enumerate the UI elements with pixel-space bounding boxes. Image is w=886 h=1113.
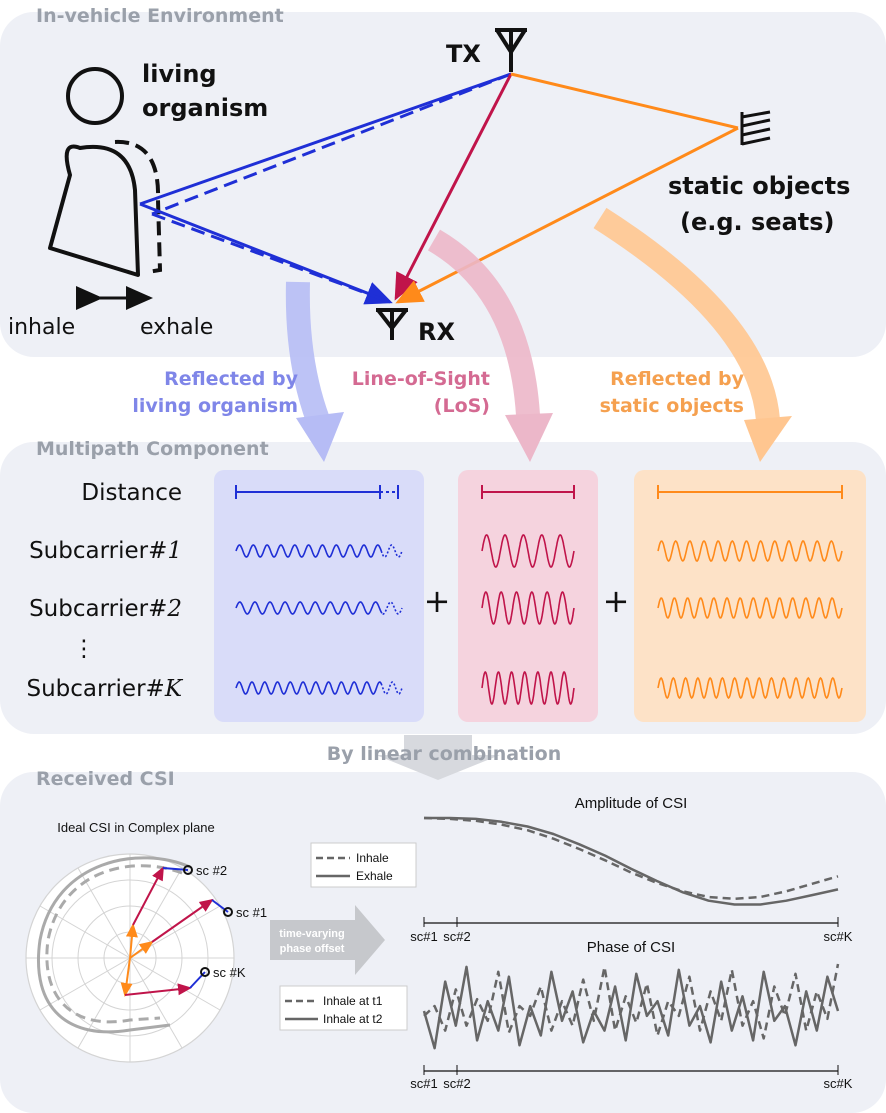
amp-series-1 (423, 816, 839, 901)
static-object-icon (740, 110, 771, 146)
static-label-1: static objects (668, 172, 850, 200)
plus-sign-1: + (424, 582, 451, 620)
tx-label: TX (446, 40, 481, 68)
path-los (394, 73, 513, 301)
phase-series-2 (422, 965, 840, 1050)
phase-xtick-3: sc#K (824, 1076, 853, 1091)
wave-organism-3 (235, 681, 383, 695)
flow-arrowhead-los (505, 413, 553, 462)
wave-static-1 (657, 539, 843, 563)
phase-offset-label-2: phase offset (280, 943, 345, 955)
combination-label: By linear combination (327, 743, 561, 765)
los-path-label-2: (LoS) (434, 395, 490, 417)
wave-static-2 (657, 596, 843, 620)
flow-arrow-los (427, 229, 540, 416)
row-subcarrierK-label: Subcarrier#K (27, 676, 184, 702)
section-title-multipath: Multipath Component (36, 438, 269, 460)
phase-legend-t2: Inhale at t2 (323, 1012, 383, 1026)
organism-label-1: living (142, 60, 217, 88)
phase-chart (422, 963, 840, 1075)
amplitude-legend: Inhale Exhale (310, 842, 417, 888)
phase-offset-label-1: time-varying (279, 928, 344, 940)
phase-legend-t1: Inhale at t1 (323, 994, 383, 1008)
path-organism-rx-dashed (151, 212, 391, 304)
exhale-label: exhale (140, 315, 213, 340)
static-path-label-2: static objects (600, 395, 744, 417)
organism-component-box (214, 470, 424, 722)
organism-path-label-1: Reflected by (164, 368, 299, 390)
los-component-box (458, 470, 598, 722)
scK-label: sc #K (213, 965, 246, 980)
section-title-received: Received CSI (36, 768, 175, 790)
organism-path-label-2: living organism (132, 395, 298, 417)
row-subcarrier1-label: Subcarrier#1 (29, 538, 182, 564)
plus-sign-2: + (603, 582, 630, 620)
distance-bar-los (481, 485, 575, 499)
wave-organism-1 (235, 544, 383, 558)
rx-label: RX (418, 318, 455, 346)
amp-legend-inhale: Inhale (356, 851, 389, 865)
wave-organism-2-tail (382, 601, 403, 615)
rx-antenna-icon (376, 308, 408, 340)
combination-arrow-icon (376, 735, 500, 780)
distance-bar-organism (235, 485, 399, 499)
amp-series-2 (424, 816, 839, 906)
amp-xtick-2: sc#2 (443, 929, 470, 944)
flow-arrow-organism (285, 281, 330, 425)
amp-xtick-1: sc#1 (410, 929, 437, 944)
wave-los-1 (481, 534, 575, 568)
person-head-icon (66, 67, 124, 125)
organism-label-2: organism (142, 94, 268, 122)
path-tx-static (510, 72, 739, 130)
phase-chart-title: Phase of CSI (587, 939, 675, 956)
phase-xtick-1: sc#1 (410, 1076, 437, 1091)
static-component-box (634, 470, 866, 722)
polar-title: Ideal CSI in Complex plane (57, 820, 215, 835)
amplitude-chart (423, 816, 839, 927)
path-organism-rx (139, 202, 393, 305)
inhale-label: inhale (8, 315, 75, 340)
sc2-label: sc #2 (196, 863, 227, 878)
amp-legend-exhale: Exhale (356, 869, 393, 883)
wave-organism-1-tail (381, 544, 403, 558)
flow-arrow-static (593, 207, 780, 422)
amplitude-chart-title: Amplitude of CSI (575, 795, 688, 812)
wave-los-2 (481, 591, 575, 625)
wave-organism-2 (235, 601, 383, 615)
flow-arrowhead-organism (296, 412, 344, 462)
sc1-label: sc #1 (236, 905, 267, 920)
los-path-label-1: Line-of-Sight (352, 368, 490, 390)
static-label-2: (e.g. seats) (680, 208, 835, 236)
phase-series-1 (423, 963, 840, 1040)
phase-xtick-2: sc#2 (443, 1076, 470, 1091)
phase-legend: Inhale at t1 Inhale at t2 (279, 985, 408, 1031)
amp-xtick-3: sc#K (824, 929, 853, 944)
distance-bar-static (657, 485, 843, 499)
polar-plot (25, 853, 235, 1063)
row-vdots: ⋮ (73, 636, 96, 662)
person-body-icon (48, 144, 140, 277)
wave-los-3 (481, 671, 575, 705)
path-tx-organism-dashed (151, 72, 512, 216)
person-exhale-outline (114, 139, 163, 274)
phase-offset-arrow-icon (270, 905, 385, 975)
static-path-label-1: Reflected by (610, 368, 745, 390)
row-distance-label: Distance (81, 480, 182, 506)
wave-organism-3-tail (381, 681, 403, 695)
flow-arrowhead-static (744, 416, 792, 462)
tx-antenna-icon (495, 28, 527, 72)
row-subcarrier2-label: Subcarrier#2 (29, 596, 182, 622)
subcarrier-waves (235, 534, 843, 705)
path-static-rx (395, 126, 739, 304)
wave-static-3 (657, 676, 843, 700)
path-tx-organism (139, 72, 512, 206)
section-title-environment: In-vehicle Environment (36, 5, 284, 27)
